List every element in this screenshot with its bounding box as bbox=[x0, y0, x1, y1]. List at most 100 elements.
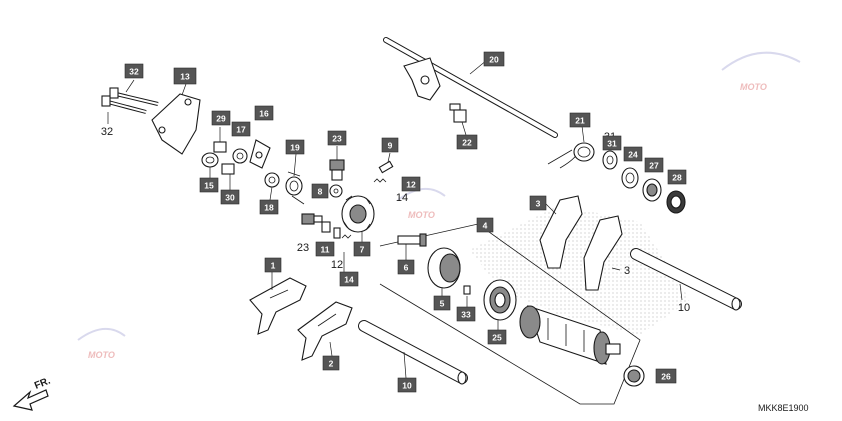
gearshift-spindle bbox=[383, 37, 558, 138]
callout-14a: 14 bbox=[396, 192, 408, 204]
callout-label: 29 bbox=[216, 114, 226, 124]
spring-14-lower bbox=[333, 227, 352, 272]
callout-label: 3 bbox=[536, 199, 541, 209]
collar-30 bbox=[221, 163, 235, 190]
callout-label: 23 bbox=[332, 134, 342, 144]
callout-4: 4 bbox=[476, 217, 494, 233]
washer-24 bbox=[621, 167, 639, 189]
callout-28: 28 bbox=[667, 169, 687, 185]
callout-label: 11 bbox=[321, 245, 330, 255]
callout-21: 21 bbox=[569, 112, 591, 128]
callout-label: 1 bbox=[271, 261, 276, 271]
shift-drum-center bbox=[341, 195, 375, 242]
callout-10b: 10 bbox=[397, 377, 417, 393]
drum-center-5 bbox=[427, 247, 461, 296]
callout-label: 10 bbox=[402, 381, 412, 391]
callout-label: 33 bbox=[461, 310, 471, 320]
pin-9 bbox=[378, 152, 394, 174]
shift-fork-2 bbox=[297, 301, 353, 361]
callout-15: 15 bbox=[199, 177, 219, 193]
bolt-32-upper bbox=[109, 79, 159, 106]
callout-label: 23 bbox=[297, 242, 309, 254]
callout-label: 8 bbox=[318, 187, 323, 197]
callout-3a: 3 bbox=[529, 195, 547, 211]
callout-label: 17 bbox=[236, 125, 246, 135]
callout-label: 14 bbox=[344, 275, 354, 285]
dotted-shading-region bbox=[470, 205, 690, 335]
callout-16: 16 bbox=[254, 105, 274, 121]
callout-33: 33 bbox=[456, 306, 476, 322]
front-direction-arrow: FR. bbox=[12, 375, 52, 411]
callout-18: 18 bbox=[259, 199, 279, 215]
callout-30: 30 bbox=[220, 189, 240, 205]
callout-label: 25 bbox=[492, 333, 502, 343]
callout-label: 14 bbox=[396, 192, 408, 204]
pin-6 bbox=[397, 233, 427, 260]
callout-24: 24 bbox=[623, 146, 643, 162]
bearing-25 bbox=[483, 279, 517, 330]
callout-12b: 12 bbox=[331, 259, 343, 271]
callout-8: 8 bbox=[311, 183, 329, 199]
shift-drum bbox=[519, 305, 621, 365]
spindle-bolt bbox=[449, 103, 467, 136]
collar-29 bbox=[213, 127, 227, 153]
shift-fork-1 bbox=[249, 272, 307, 335]
callout-32b: 32 bbox=[101, 126, 113, 138]
callout-label: 18 bbox=[264, 203, 274, 213]
callout-label: 9 bbox=[388, 141, 393, 151]
stopper-spring bbox=[285, 153, 305, 205]
callout-29: 29 bbox=[211, 110, 231, 126]
callout-label: 20 bbox=[489, 55, 499, 65]
callout-label: 32 bbox=[101, 126, 113, 138]
watermark-text: MOTO bbox=[740, 82, 767, 92]
callout-label: 22 bbox=[462, 138, 472, 148]
callout-label: 7 bbox=[360, 245, 365, 255]
washer-31 bbox=[602, 150, 618, 170]
bolt-23-lower bbox=[301, 213, 323, 225]
callout-label: 30 bbox=[225, 193, 235, 203]
callout-label: 28 bbox=[672, 173, 682, 183]
callout-11: 11 bbox=[315, 241, 335, 257]
callout-label: 4 bbox=[483, 221, 488, 231]
callout-7: 7 bbox=[353, 241, 371, 257]
callout-label: 10 bbox=[678, 302, 690, 314]
watermark-top-right: MOTO bbox=[721, 51, 801, 92]
callout-label: 3 bbox=[624, 265, 630, 277]
callout-label: 2 bbox=[329, 359, 334, 369]
callout-31b: 31 bbox=[602, 135, 622, 151]
needle-bearing-27 bbox=[642, 178, 662, 202]
callout-label: 19 bbox=[290, 143, 300, 153]
washer-17 bbox=[232, 148, 248, 164]
pin-33 bbox=[463, 285, 471, 308]
return-spring bbox=[547, 125, 595, 169]
watermark-mid: MOTO bbox=[397, 188, 446, 220]
front-direction-label: FR. bbox=[33, 375, 52, 391]
callout-label: 24 bbox=[628, 150, 638, 160]
callout-6: 6 bbox=[397, 259, 415, 275]
callout-19: 19 bbox=[285, 139, 305, 155]
callout-5: 5 bbox=[433, 295, 451, 311]
collar-15 bbox=[201, 152, 219, 180]
watermark-bottom-left: MOTO bbox=[77, 328, 126, 360]
callout-26: 26 bbox=[655, 368, 677, 384]
pin-11 bbox=[321, 221, 331, 233]
callout-label: 6 bbox=[404, 263, 409, 273]
watermark-text: MOTO bbox=[408, 210, 435, 220]
callout-13: 13 bbox=[173, 67, 197, 85]
callout-23a: 23 bbox=[327, 130, 347, 146]
callout-9: 9 bbox=[381, 137, 399, 153]
callout-label: 15 bbox=[204, 181, 214, 191]
callout-label: 12 bbox=[331, 259, 343, 271]
callout-22: 22 bbox=[456, 134, 478, 150]
callout-label: 12 bbox=[406, 180, 416, 190]
bolt-32-lower bbox=[101, 95, 147, 124]
callout-20: 20 bbox=[483, 51, 505, 67]
callout-32a: 32 bbox=[124, 63, 144, 79]
spring-12-upper bbox=[373, 178, 387, 183]
callout-3b: 3 bbox=[624, 265, 630, 277]
washer-18 bbox=[264, 172, 280, 201]
callout-27: 27 bbox=[644, 157, 664, 173]
stopper-arm bbox=[249, 139, 271, 169]
callout-label: 13 bbox=[180, 72, 190, 82]
